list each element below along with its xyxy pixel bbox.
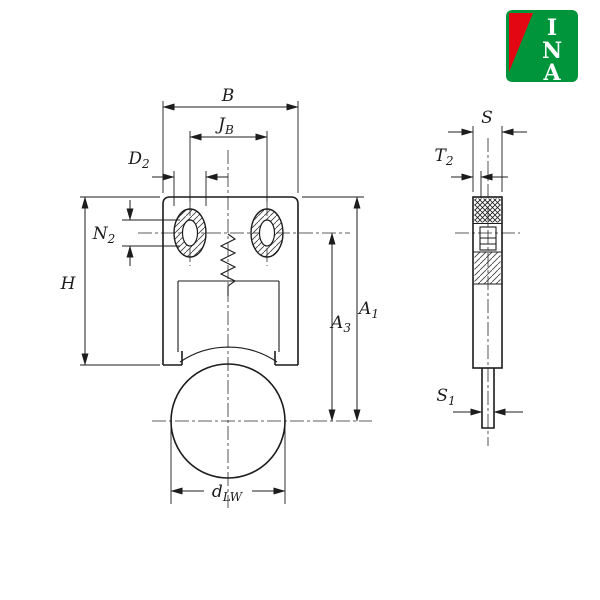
dim-s1: S1 — [436, 386, 523, 416]
ina-logo: I N A — [506, 10, 578, 86]
front-view: B JB D2 N2 H — [60, 86, 379, 508]
logo-letter-n: N — [542, 38, 562, 64]
dim-t2: T2 — [435, 146, 508, 198]
roller-right — [250, 208, 284, 258]
dim-label-h: H — [60, 274, 77, 294]
roller-left — [173, 208, 207, 258]
dim-a3: A3 — [328, 232, 351, 422]
dim-label-jb: JB — [215, 115, 234, 137]
spring-icon — [219, 233, 237, 296]
dim-label-s: S — [481, 108, 493, 128]
dim-label-a1: A1 — [357, 299, 379, 321]
side-body — [472, 196, 503, 429]
dim-label-d2: D2 — [127, 149, 149, 171]
dim-label-a3: A3 — [329, 313, 351, 335]
dim-s: S — [448, 108, 527, 192]
pin-rod — [481, 368, 495, 429]
dim-label-dlw: dLW — [212, 482, 244, 504]
logo-letter-i: I — [547, 15, 557, 41]
housing-body — [162, 196, 299, 366]
shaft-circle — [170, 363, 286, 479]
dim-label-t2: T2 — [435, 146, 454, 168]
dim-a1: A1 — [302, 196, 379, 422]
dim-jb: JB — [189, 115, 268, 202]
dim-d2: D2 — [127, 149, 228, 206]
dim-h: H — [60, 196, 160, 366]
dim-dlw: dLW — [170, 427, 286, 504]
dim-label-s1: S1 — [436, 386, 455, 408]
dim-n2: N2 — [92, 200, 180, 266]
logo-letter-a: A — [542, 60, 561, 86]
dim-label-b: B — [221, 86, 235, 106]
logo-red-accent — [509, 13, 533, 72]
dim-label-n2: N2 — [92, 224, 116, 246]
side-view: S T2 S1 — [435, 108, 527, 446]
dim-b: B — [162, 86, 299, 193]
center-lines-side — [455, 138, 520, 446]
